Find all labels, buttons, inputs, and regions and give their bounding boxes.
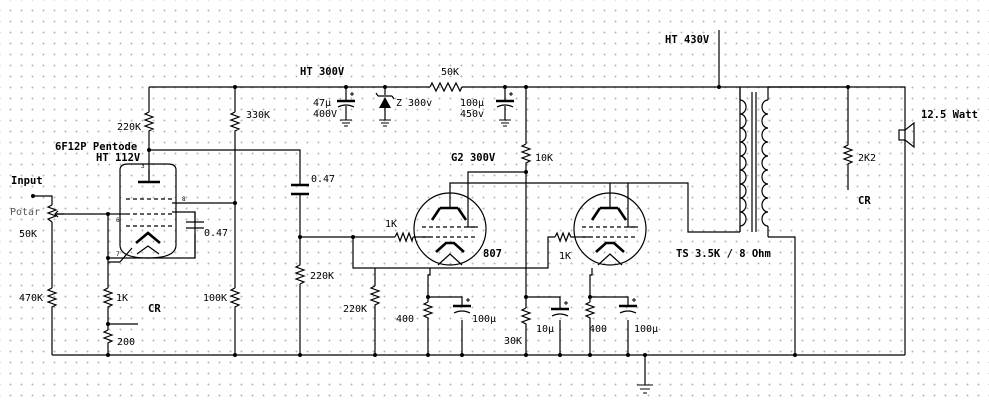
label-c-047-grid: 0.47 (204, 228, 228, 239)
label-pin-3: 3 (141, 163, 145, 170)
label-r-470k: 470K (19, 293, 43, 304)
label-c-047-top: 0.47 (311, 174, 335, 185)
label-r-400-right: 400 (589, 324, 607, 335)
resistor-50k-top (429, 81, 463, 93)
resistors (46, 81, 854, 346)
label-tube1-type: 6F12P Pentode (55, 141, 137, 153)
pentode-tube-6f12p (118, 163, 180, 263)
power-tube-807-left (413, 192, 487, 266)
potentiometer (46, 204, 64, 223)
label-r-220k-plate: 220K (117, 122, 141, 133)
label-ht-300: HT 300V (300, 66, 345, 78)
label-potar: Potar (10, 207, 40, 218)
speaker-icon (898, 121, 915, 149)
label-c-47u: 47µ (313, 98, 331, 109)
label-ts: TS 3.5K / 8 Ohm (676, 248, 771, 260)
label-c-100u-left: 100µ (472, 314, 496, 325)
resistor-1k-right (554, 231, 574, 243)
resistor-100k (229, 287, 241, 308)
resistor-400-left (422, 301, 434, 322)
label-r-100k: 100K (203, 293, 227, 304)
label-cr-right: CR (858, 195, 871, 207)
label-tube1-ht: HT 112V (96, 152, 141, 164)
label-tube-807: 807 (483, 248, 502, 260)
power-tube-807-right (573, 192, 647, 266)
label-watt: 12.5 Watt (921, 109, 978, 121)
label-c-450v: 450v (460, 109, 484, 120)
label-r-2k2: 2K2 (858, 153, 876, 164)
label-pin-7: 7 (116, 251, 120, 258)
resistor-200 (102, 329, 114, 346)
resistor-220k-bias (369, 285, 381, 308)
label-r-400-left: 400 (396, 314, 414, 325)
label-r-1k-left: 1K (385, 219, 397, 230)
label-g2: G2 300V (451, 152, 496, 164)
resistor-470k (46, 287, 58, 308)
resistor-10k (520, 143, 532, 165)
capacitor-047-coupling (291, 183, 309, 196)
label-ht-430: HT 430V (665, 34, 710, 46)
label-pin-6: 6 (116, 217, 120, 224)
label-zener: Z 300v (396, 98, 432, 109)
capacitor-100u-top (496, 92, 514, 127)
label-c-100u-right: 100µ (634, 324, 658, 335)
label-r-10k: 10K (535, 153, 553, 164)
capacitor-47u (337, 92, 355, 127)
label-r-50k-top: 50K (441, 67, 459, 78)
label-r-1k-right: 1K (559, 251, 571, 262)
label-r-200: 200 (117, 337, 135, 348)
capacitor-10u (551, 301, 569, 317)
ground-symbol (637, 384, 653, 394)
resistor-400-right (584, 301, 596, 322)
resistor-220k-plate (143, 111, 155, 133)
label-r-330k: 330K (246, 110, 270, 121)
input-terminal[interactable] (31, 194, 35, 198)
label-r-30k: 30K (504, 336, 522, 347)
zener-diode (375, 92, 395, 127)
resistor-330k (229, 111, 241, 133)
output-transformer (739, 87, 769, 237)
resistor-220k-grid (294, 264, 306, 285)
capacitor-047-grid (186, 221, 204, 229)
junctions (106, 85, 850, 357)
label-r-220k-grid: 220K (310, 271, 334, 282)
resistor-2k2 (842, 144, 854, 166)
resistor-1k-left (394, 231, 414, 244)
capacitor-100u-right (619, 298, 637, 314)
capacitors (186, 92, 637, 317)
labels: HT 430V HT 300V 50K 12.5 Watt 47µ 400V Z… (10, 34, 978, 348)
label-c-100u-top: 100µ (460, 98, 484, 109)
wires (33, 30, 906, 385)
capacitor-100u-left (453, 298, 471, 314)
label-r-1k-cathode: 1K (116, 293, 128, 304)
resistor-1k-cathode (102, 287, 114, 308)
resistor-30k (520, 307, 532, 326)
label-r-220k-bias: 220K (343, 304, 367, 315)
label-c-10u: 10µ (536, 324, 554, 335)
label-pin-8: 8 (182, 196, 186, 203)
label-input: Input (11, 175, 43, 187)
label-pot-50k: 50K (19, 229, 37, 240)
label-c-400v: 400V (313, 109, 337, 120)
label-cr-left: CR (148, 303, 161, 315)
